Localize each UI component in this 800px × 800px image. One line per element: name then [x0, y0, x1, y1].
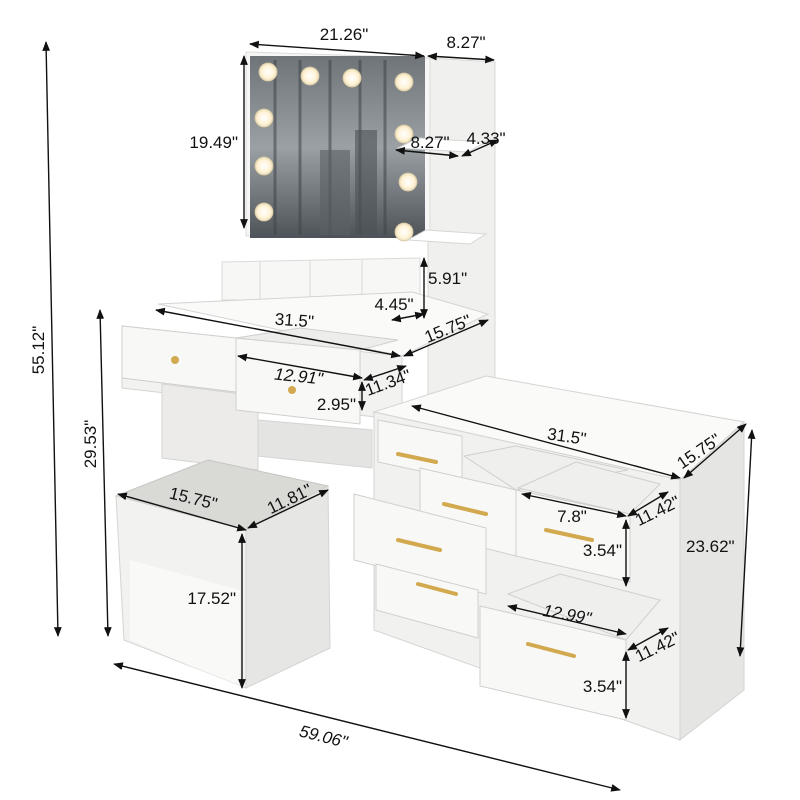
label-top-drawer-height: 2.95" — [317, 395, 356, 414]
label-mirror-height: 19.49" — [189, 133, 238, 152]
dim-line-stool-width — [117, 492, 247, 532]
label-shelf-depth: 4.33" — [466, 129, 505, 148]
handle — [396, 538, 442, 552]
dim-line-large-drawer-width — [507, 604, 627, 636]
bulb — [394, 124, 414, 144]
bulb — [300, 66, 320, 86]
dim-line-total-width — [113, 662, 621, 792]
dim-line-small-drawer-depth — [627, 491, 669, 517]
drawer — [375, 563, 479, 639]
dim-line-cabinet-height — [736, 429, 756, 657]
bulb — [254, 202, 274, 222]
label-small-drawer-width: 7.8" — [557, 507, 587, 526]
reflection-building — [320, 150, 350, 235]
bulb — [398, 172, 418, 192]
label-total-width: 59.06" — [297, 722, 350, 752]
dim-line-top-drawer-width — [237, 353, 363, 381]
handle — [526, 642, 576, 658]
bulb — [342, 68, 362, 88]
knob — [171, 356, 179, 364]
drawer-handles — [396, 452, 594, 658]
label-total-height: 55.12" — [29, 326, 48, 375]
handle — [416, 582, 458, 596]
label-organizer-depth: 4.45" — [374, 295, 413, 314]
label-desk-top-width: 31.5" — [274, 310, 314, 332]
label-desk-height: 29.53" — [81, 420, 100, 469]
dim-line-small-drawer-width — [521, 491, 627, 519]
label-large-drawer-height: 3.54" — [583, 677, 622, 696]
label-organizer-height: 5.91" — [428, 269, 467, 288]
label-side-cabinet-width: 8.27" — [446, 33, 485, 52]
dim-line-mirror-width — [249, 40, 425, 60]
dim-line-cabinet-top-depth — [683, 423, 747, 479]
desk-leg — [161, 383, 259, 471]
mirror — [250, 56, 425, 238]
handle — [442, 502, 488, 516]
dimension-lines — [42, 40, 756, 792]
bulb — [254, 108, 274, 128]
label-shelf-width: 8.27" — [410, 133, 449, 152]
dim-line-shelf-width — [395, 146, 459, 160]
reflection-building — [355, 130, 377, 235]
knob — [288, 386, 296, 394]
bulb — [394, 222, 414, 242]
label-small-drawer-height: 3.54" — [583, 541, 622, 560]
label-stool-height: 17.52" — [187, 589, 236, 608]
dim-line-stool-depth — [247, 489, 329, 529]
bulb — [254, 156, 274, 176]
bulb — [258, 62, 278, 82]
label-mirror-width: 21.26" — [320, 25, 369, 44]
dim-line-top-drawer-depth — [363, 365, 407, 381]
label-cabinet-height: 23.62" — [686, 537, 735, 556]
dim-line-shelf-depth — [461, 139, 499, 157]
dim-line-desk-top-width — [155, 307, 401, 359]
dim-line-total-height — [42, 41, 62, 637]
handle — [544, 528, 594, 542]
dim-line-side-width — [427, 52, 495, 64]
bulb — [394, 72, 414, 92]
dim-line-large-drawer-depth — [627, 627, 669, 651]
dim-line-desk-top-depth — [403, 319, 489, 357]
dim-line-desk-height — [96, 309, 112, 637]
mirror-bulbs — [254, 62, 418, 242]
dim-line-cabinet-top-width — [411, 404, 681, 480]
